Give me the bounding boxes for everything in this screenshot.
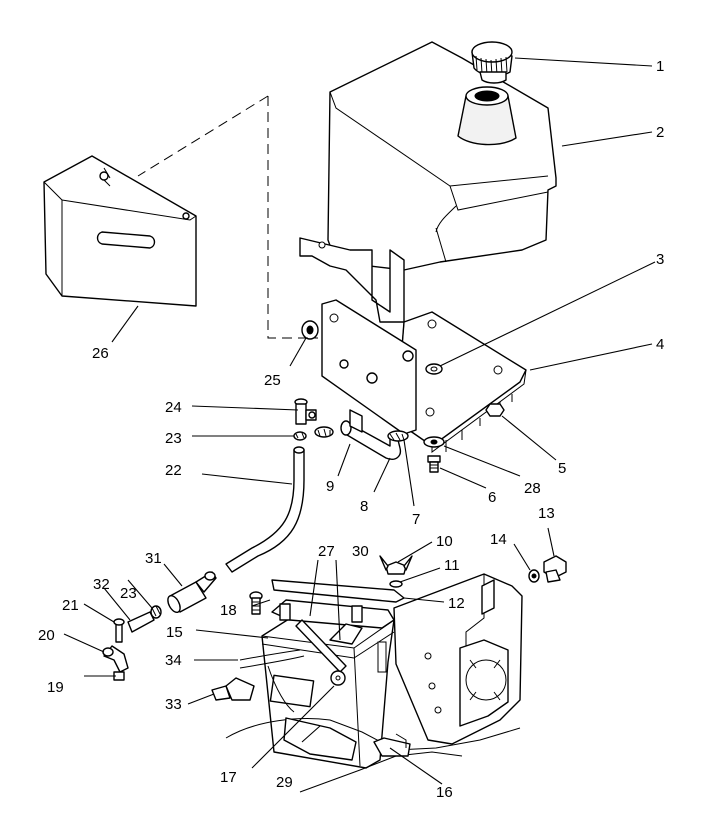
- callout-22: 22: [165, 462, 182, 479]
- callout-30: 30: [352, 543, 369, 560]
- callout-16: 16: [436, 784, 453, 801]
- screw-19: [113, 671, 125, 681]
- wing-nut-10: [379, 555, 413, 575]
- callout-23-upper: 23: [165, 430, 182, 447]
- callout-13: 13: [538, 505, 555, 522]
- hose-clamp-23-lower: [150, 605, 162, 619]
- fuel-filter: [167, 571, 217, 613]
- screw-18: [249, 591, 263, 615]
- callout-labels: 1 2 3 4 5 6 7 8 9 10 11 12 13 14 15 16 1…: [38, 58, 664, 801]
- callout-4: 4: [656, 336, 664, 353]
- grommet-25: [301, 320, 319, 340]
- callout-11: 11: [444, 557, 460, 574]
- leader-lines: [63, 57, 656, 785]
- washer-11: [389, 580, 403, 588]
- callout-17: 17: [220, 769, 237, 786]
- washer-14: [528, 569, 540, 583]
- fuel-line-short-32: [127, 611, 155, 633]
- bolt-13: [543, 555, 567, 583]
- fuel-tank-filler-neck: [457, 86, 517, 146]
- hose-clamp-23-upper: [293, 431, 307, 441]
- fuel-line-clip-20: [102, 645, 129, 673]
- hose-clamp-7: [387, 430, 409, 442]
- battery-cable-boot-33: [211, 677, 255, 701]
- callout-19: 19: [47, 679, 64, 696]
- nut: [485, 403, 505, 417]
- fuel-elbow-hose: [340, 409, 402, 460]
- battery-strap-30: [295, 619, 363, 673]
- callout-31: 31: [145, 550, 162, 567]
- callout-29: 29: [276, 774, 293, 791]
- callout-21: 21: [62, 597, 79, 614]
- callout-12: 12: [448, 595, 465, 612]
- bolt-washer-28: [423, 436, 445, 448]
- callout-2: 2: [656, 124, 664, 141]
- fuel-tank: [327, 41, 557, 271]
- callout-18: 18: [220, 602, 237, 619]
- bracket-side-plate: [321, 299, 417, 435]
- callout-15: 15: [166, 624, 183, 641]
- callout-5: 5: [558, 460, 566, 477]
- alignment-phantom-line-2: [137, 95, 269, 177]
- callout-1: 1: [656, 58, 664, 75]
- battery-cable-nut-17: [330, 670, 346, 686]
- fuel-line: [225, 446, 305, 573]
- callout-9: 9: [326, 478, 334, 495]
- screw-6: [427, 455, 441, 473]
- battery-tray-bracket: [393, 573, 523, 745]
- callout-14: 14: [490, 531, 507, 548]
- callout-20: 20: [38, 627, 55, 644]
- battery-cable-34: [239, 649, 305, 713]
- callout-10: 10: [436, 533, 453, 550]
- callout-34: 34: [165, 652, 182, 669]
- hose-clamp-upper: [314, 426, 334, 438]
- callout-3: 3: [656, 251, 664, 268]
- hose-clamp-21: [113, 618, 125, 643]
- callout-33: 33: [165, 696, 182, 713]
- callout-7: 7: [412, 511, 420, 528]
- callout-6: 6: [488, 489, 496, 506]
- callout-23-lower: 23: [120, 585, 137, 602]
- alignment-phantom-line: [267, 96, 318, 339]
- callout-24: 24: [165, 399, 182, 416]
- callout-32: 32: [93, 576, 110, 593]
- callout-26: 26: [92, 345, 109, 362]
- callout-28: 28: [524, 480, 541, 497]
- heat-shield-26: [43, 155, 197, 307]
- callout-27: 27: [318, 543, 335, 560]
- callout-8: 8: [360, 498, 368, 515]
- fuel-cap: [471, 41, 513, 84]
- frame-base: [225, 717, 521, 793]
- callout-25: 25: [264, 372, 281, 389]
- fuel-shutoff-valve: [294, 398, 317, 425]
